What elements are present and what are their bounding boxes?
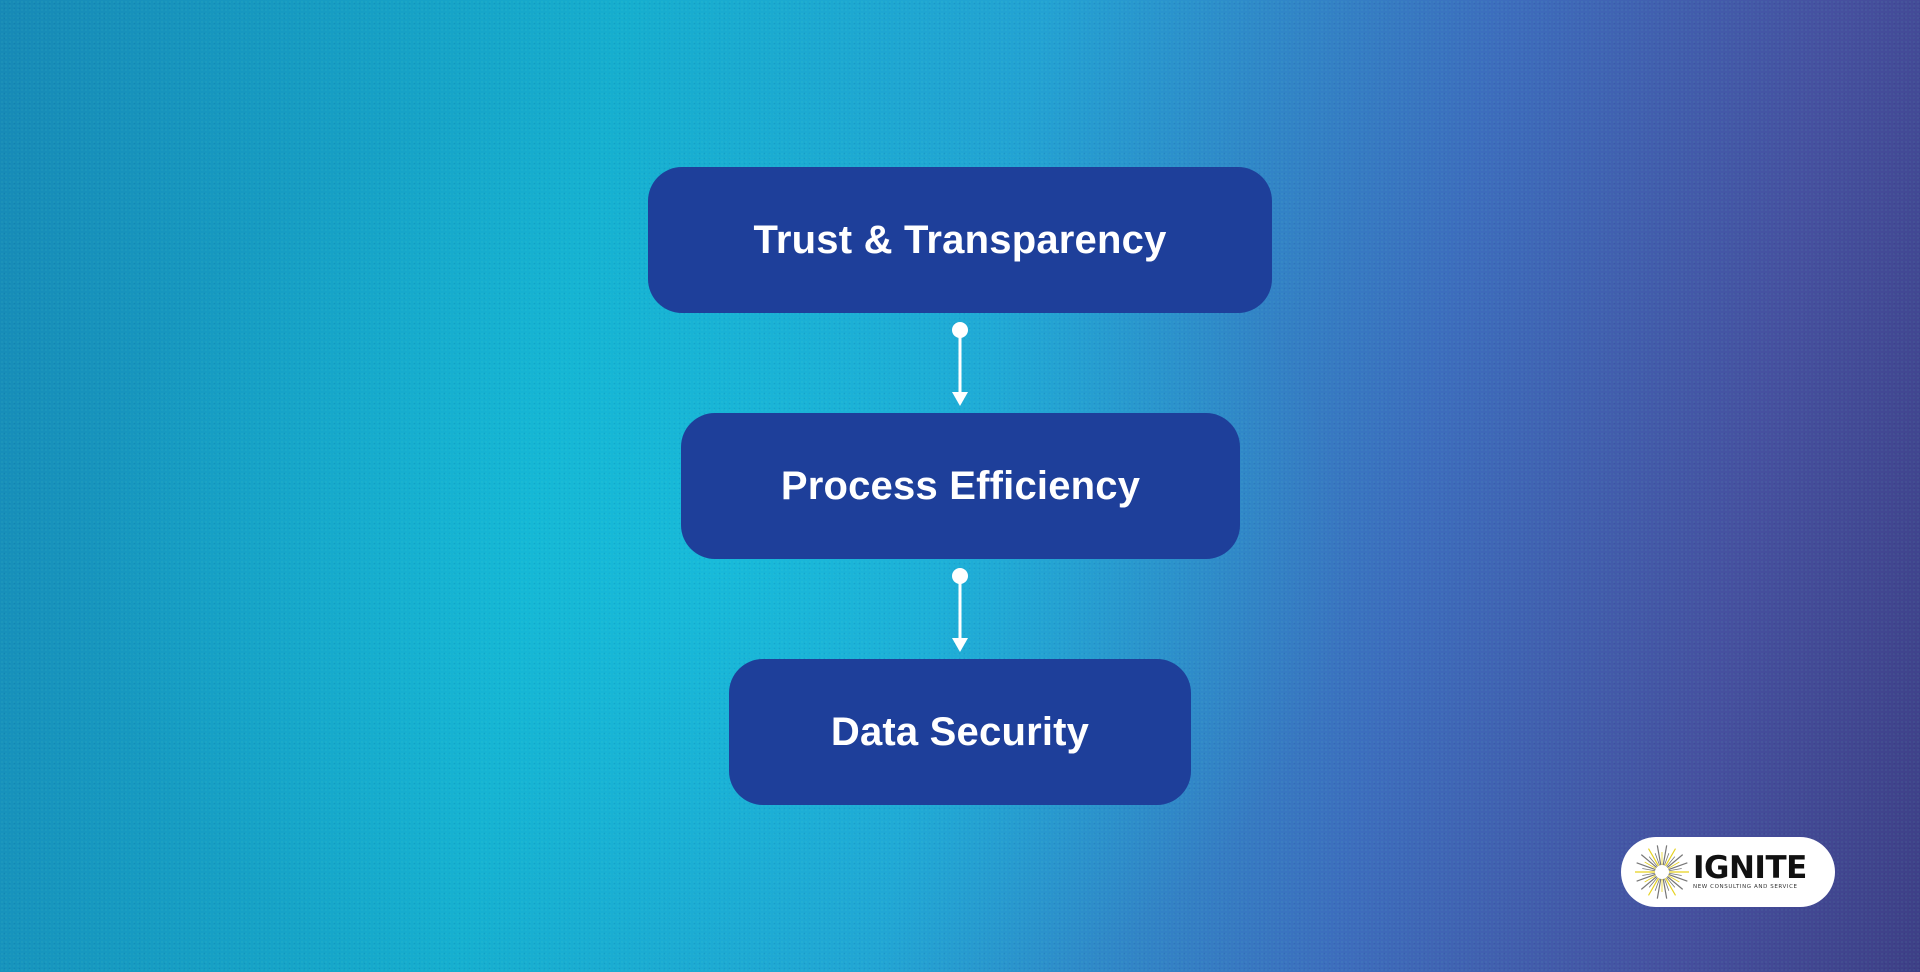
starburst-icon bbox=[1635, 845, 1689, 899]
node-label: Data Security bbox=[830, 709, 1090, 754]
logo-wordmark: IGNITE bbox=[1693, 850, 1807, 886]
connector-arrow-1 bbox=[952, 322, 968, 406]
ignite-logo: IGNITE NEW CONSULTING AND SERVICE bbox=[1621, 837, 1835, 907]
node-trust-transparency: Trust & Transparency bbox=[648, 167, 1272, 313]
node-process-efficiency: Process Efficiency bbox=[681, 413, 1240, 559]
node-label: Trust & Transparency bbox=[753, 217, 1167, 262]
node-label: Process Efficiency bbox=[780, 463, 1141, 508]
connector-arrow-2 bbox=[952, 568, 968, 652]
logo-tagline: NEW CONSULTING AND SERVICE bbox=[1693, 884, 1798, 890]
node-data-security: Data Security bbox=[729, 659, 1191, 805]
